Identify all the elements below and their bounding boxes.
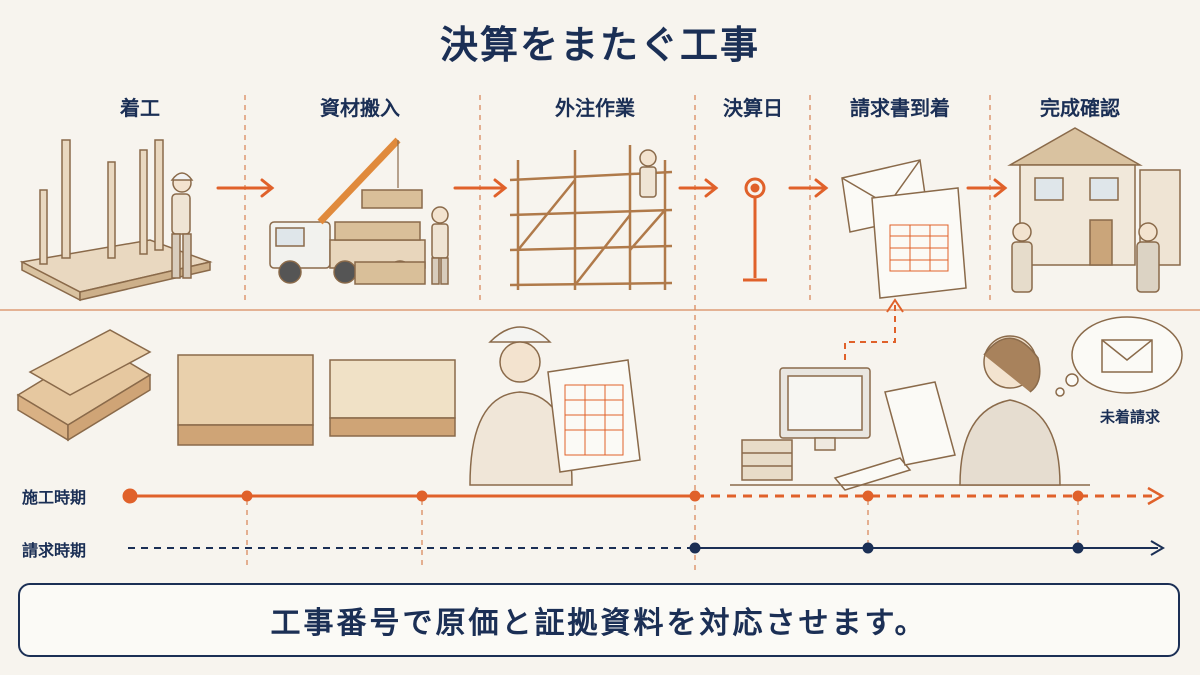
footer-message: 工事番号で原価と証拠資料を対応させます。 xyxy=(270,606,928,641)
construction-dot xyxy=(862,490,874,502)
flow-arrow-3 xyxy=(678,178,719,198)
stage-label-material-delivery: 資材搬入 xyxy=(320,96,400,120)
materials-stock-icon xyxy=(16,329,456,446)
flow-arrow-5 xyxy=(966,178,1008,198)
stage-label-groundbreaking: 着工 xyxy=(120,96,160,120)
construction-start-dot xyxy=(122,488,138,504)
construction-period-label: 施工時期 xyxy=(22,488,87,507)
footer-message-box: 工事番号で原価と証拠資料を対応させます。 xyxy=(18,583,1180,657)
construction-timeline xyxy=(122,486,1165,506)
invoice-link-arrow xyxy=(844,305,896,360)
completion-icon xyxy=(1007,127,1181,293)
invoice-arrival-icon xyxy=(841,159,967,299)
material-delivery-icon xyxy=(269,137,449,285)
construction-dot xyxy=(689,490,701,502)
flow-arrow-1 xyxy=(216,178,275,198)
page-title: 決算をまたぐ工事 xyxy=(439,23,760,67)
stage-label-invoice-arrival: 請求書到着 xyxy=(850,96,950,120)
stage-label-closing-date: 決算日 xyxy=(723,96,783,120)
billing-dot xyxy=(862,542,874,554)
subcontract-work-icon xyxy=(509,145,673,290)
billing-dot xyxy=(689,542,701,554)
stage-label-completion: 完成確認 xyxy=(1040,96,1120,120)
site-worker-clipboard-icon xyxy=(469,326,641,486)
billing-timeline xyxy=(128,540,1165,556)
accounting-office-icon xyxy=(730,335,1090,491)
flow-arrow-4 xyxy=(788,178,829,198)
flow-arrow-2 xyxy=(453,178,508,198)
stage-label-subcontract-work: 外注作業 xyxy=(555,96,635,120)
billing-dot xyxy=(1072,542,1084,554)
construction-dot xyxy=(1072,490,1084,502)
pending-invoice-label: 未着請求 xyxy=(1100,408,1161,426)
construction-dot xyxy=(416,490,428,502)
groundbreaking-icon xyxy=(19,139,213,302)
pending-invoice-thought-icon xyxy=(1055,316,1183,397)
billing-period-label: 請求時期 xyxy=(22,541,87,560)
construction-dot xyxy=(241,490,253,502)
closing-date-marker xyxy=(743,177,767,282)
